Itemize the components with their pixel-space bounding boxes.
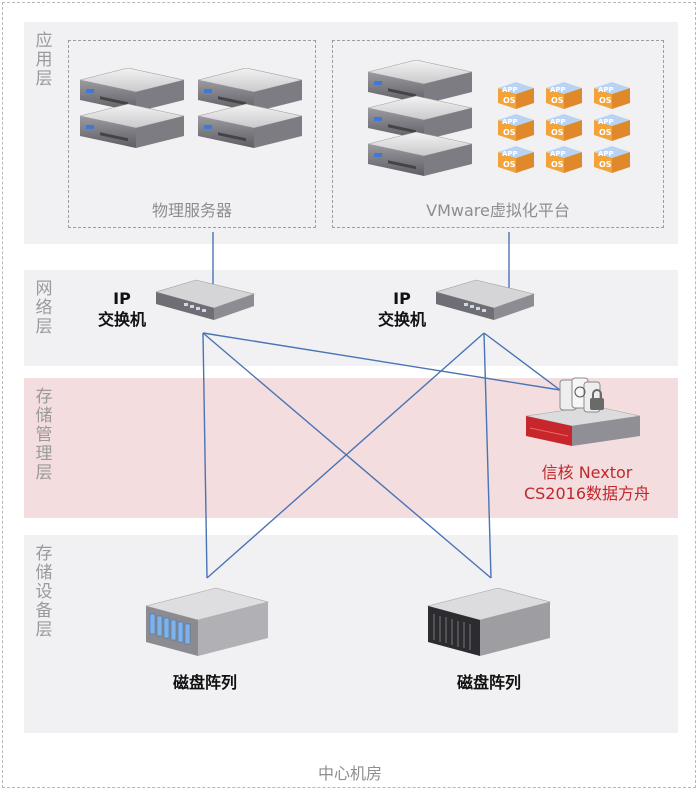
vm-cube-icon: APP OS xyxy=(544,144,584,174)
switch-2-label-line1: IP xyxy=(393,289,411,308)
network-layer: 网络层 xyxy=(24,270,678,366)
vm-os-badge: OS xyxy=(503,160,516,169)
link-switch2-to-array2 xyxy=(483,332,492,579)
physical-server-cluster-icon xyxy=(80,68,303,149)
disk-array-1-icon xyxy=(144,587,270,656)
ip-switch-2-icon xyxy=(436,279,535,321)
vm-cube-icon: APP OS xyxy=(544,112,584,142)
vm-app-badge: APP xyxy=(550,118,566,126)
vm-cube-icon: APP OS xyxy=(496,144,536,174)
vm-app-badge: APP xyxy=(502,86,518,94)
vm-app-badge: APP xyxy=(550,86,566,94)
vm-cube-icon: APP OS xyxy=(496,80,536,110)
virtual-machines-grid: APP OS APP OS APP OS APP OS APP OS APP OS APP OS APP OS… xyxy=(496,80,646,174)
link-switch1-to-array1 xyxy=(202,332,208,579)
vm-os-badge: OS xyxy=(599,160,612,169)
vm-cube-icon: APP OS xyxy=(544,80,584,110)
vm-os-badge: OS xyxy=(551,160,564,169)
switch-1-label: IP 交换机 xyxy=(84,288,160,330)
network-layer-label: 网络层 xyxy=(35,279,53,337)
vm-cube-icon: APP OS xyxy=(592,80,632,110)
data-center-caption: 中心机房 xyxy=(317,764,382,783)
switch-1-label-line1: IP xyxy=(113,289,131,308)
vm-os-badge: OS xyxy=(551,96,564,105)
nextor-appliance-icon xyxy=(525,377,641,446)
storage-device-layer-label: 存储设备层 xyxy=(35,544,53,640)
vm-app-badge: APP xyxy=(502,150,518,158)
disk-array-1-label: 磁盘阵列 xyxy=(172,673,237,692)
disk-array-2-icon xyxy=(426,587,552,656)
vm-app-badge: APP xyxy=(550,150,566,158)
physical-servers-caption: 物理服务器 xyxy=(151,201,232,220)
vm-os-badge: OS xyxy=(599,128,612,137)
lock-icon xyxy=(590,389,604,410)
vmware-platform-group: VMware虚拟化平台 xyxy=(332,40,664,228)
vm-app-badge: APP xyxy=(502,118,518,126)
application-layer-label: 应用层 xyxy=(35,31,53,89)
storage-device-layer: 存储设备层 xyxy=(24,535,678,733)
vm-cube-icon: APP OS xyxy=(592,144,632,174)
physical-servers-group: 物理服务器 xyxy=(68,40,316,228)
disk-array-2-label: 磁盘阵列 xyxy=(456,673,521,692)
vm-os-badge: OS xyxy=(551,128,564,137)
nextor-appliance-label-line1: 信核 Nextor xyxy=(541,463,633,482)
switch-2-label-line2: 交换机 xyxy=(377,310,426,329)
vm-cube-icon: APP OS xyxy=(592,112,632,142)
vm-os-badge: OS xyxy=(503,128,516,137)
storage-management-layer-label: 存储管理层 xyxy=(35,387,53,483)
switch-1-label-line2: 交换机 xyxy=(97,310,146,329)
link-switch1-to-appliance xyxy=(202,332,561,391)
link-switch2-to-appliance xyxy=(483,332,561,391)
vmware-host-stack-icon xyxy=(368,60,473,177)
vm-os-badge: OS xyxy=(503,96,516,105)
nextor-appliance-label-line2: CS2016数据方舟 xyxy=(523,484,651,503)
vm-app-badge: APP xyxy=(598,150,614,158)
nextor-appliance-label: 信核 Nextor CS2016数据方舟 xyxy=(504,462,670,504)
link-switch1-to-array2 xyxy=(202,332,492,579)
vm-app-badge: APP xyxy=(598,118,614,126)
vm-app-badge: APP xyxy=(598,86,614,94)
vmware-platform-caption: VMware虚拟化平台 xyxy=(426,201,570,220)
switch-2-label: IP 交换机 xyxy=(364,288,440,330)
ip-switch-1-icon xyxy=(156,279,255,321)
vm-cube-icon: APP OS xyxy=(496,112,536,142)
link-switch2-to-array1 xyxy=(206,332,485,579)
vm-os-badge: OS xyxy=(599,96,612,105)
